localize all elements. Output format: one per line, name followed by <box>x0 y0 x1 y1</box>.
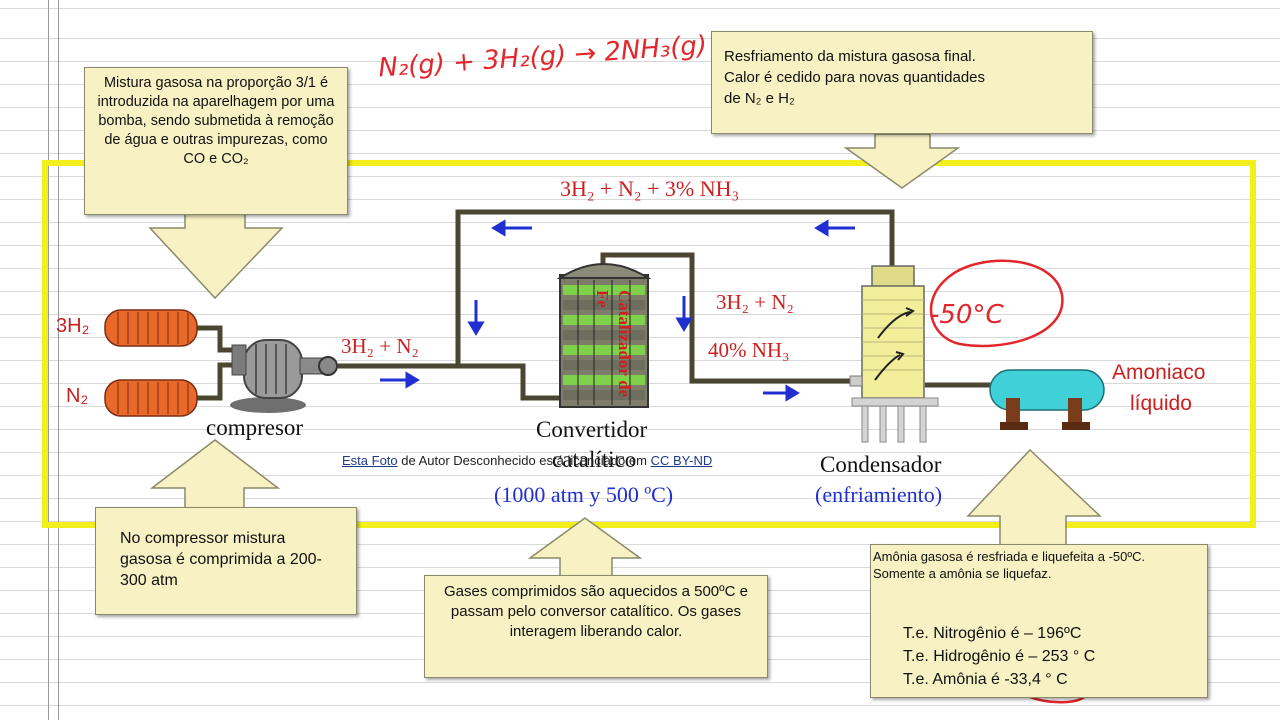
condenser-label: Condensador <box>820 452 942 477</box>
ammonia-label-line2: líquido <box>1130 392 1192 415</box>
h2-tank <box>104 309 198 347</box>
recycle-label: 3H₂ + N₂ + 3% NH₃ <box>560 176 740 201</box>
callout-cooling-line1: Resfriamento da mistura gasosa final. <box>724 48 976 65</box>
callout-pointers <box>148 133 1102 577</box>
callout-feed-mixture: Mistura gasosa na proporção 3/1 é introd… <box>84 67 348 215</box>
attribution-license-link[interactable]: CC BY-ND <box>650 453 713 468</box>
catalyst-label-line1: Catalizador <box>615 290 634 376</box>
condenser-note: (enfriamiento) <box>815 482 943 507</box>
attribution-text: de Autor Desconhecido está licenciado em <box>397 453 651 468</box>
compressor-machine <box>230 339 338 413</box>
ammonia-tank <box>989 369 1105 430</box>
h2-tank-label: 3H₂ <box>56 315 90 337</box>
catalyst-label-line2: de Fe <box>593 290 634 398</box>
callout-cooling-line2: Calor é cedido para novas quantidades <box>724 69 986 86</box>
condenser-unit <box>849 265 939 443</box>
handwritten-temperature: -50°C <box>930 300 1004 330</box>
callout-cooling: Resfriamento da mistura gasosa final. Ca… <box>711 31 1093 134</box>
callout-compressor: No compressor mistura gasosa é comprimid… <box>95 507 357 615</box>
callout-condenser-line2: Somente a amônia se liquefaz. <box>873 566 1052 581</box>
margin-line-right <box>58 0 59 720</box>
flow-arrows <box>380 219 855 402</box>
converter-conditions: (1000 atm y 500 ºC) <box>494 482 674 507</box>
image-attribution: Esta Foto de Autor Desconhecido está lic… <box>342 453 712 468</box>
converter-output-label2: 40% NH₃ <box>708 338 790 362</box>
callout-condenser: Amônia gasosa é resfriada e liquefeita a… <box>870 544 1208 698</box>
pipe-feed-to-converter <box>338 363 562 401</box>
catalyst-label: Catalizador de Fe <box>575 290 635 405</box>
boiling-points-list: T.e. Nitrogênio é – 196ºC T.e. Hidrogêni… <box>903 622 1205 691</box>
margin-line-left <box>48 0 49 720</box>
boiling-point-hydrogen: T.e. Hidrogênio é – 253 ° C <box>903 648 1096 665</box>
callout-condenser-line1: Amônia gasosa é resfriada e liquefeita a… <box>873 549 1146 564</box>
boiling-point-ammonia: T.e. Amônia é -33,4 ° C <box>903 671 1068 688</box>
pipe-recycle-loop <box>455 209 895 366</box>
converter-label-line2: catalítico <box>552 447 637 472</box>
n2-tank <box>104 379 198 417</box>
n2-tank-label: N₂ <box>66 385 89 407</box>
callout-converter: Gases comprimidos são aquecidos a 500ºC … <box>424 575 768 678</box>
ammonia-label-line1: Amoniaco <box>1112 361 1206 384</box>
callout-cooling-line3: de N₂ e H₂ <box>724 90 795 107</box>
catalytic-converter <box>556 263 652 408</box>
pipe-h2-to-compressor <box>196 325 232 353</box>
pipe-n2-to-compressor <box>196 362 232 401</box>
converter-label-line1: Convertidor <box>536 417 648 442</box>
converter-output-label1: 3H₂ + N₂ <box>716 290 794 314</box>
boiling-point-nitrogen: T.e. Nitrogênio é – 196ºC <box>903 625 1082 642</box>
process-frame <box>42 160 1256 528</box>
pipe-converter-to-condenser <box>600 252 856 384</box>
attribution-photo-link[interactable]: Esta Foto <box>342 453 398 468</box>
feed-label: 3H₂ + N₂ <box>341 334 419 358</box>
compressor-label: compresor <box>206 415 304 440</box>
